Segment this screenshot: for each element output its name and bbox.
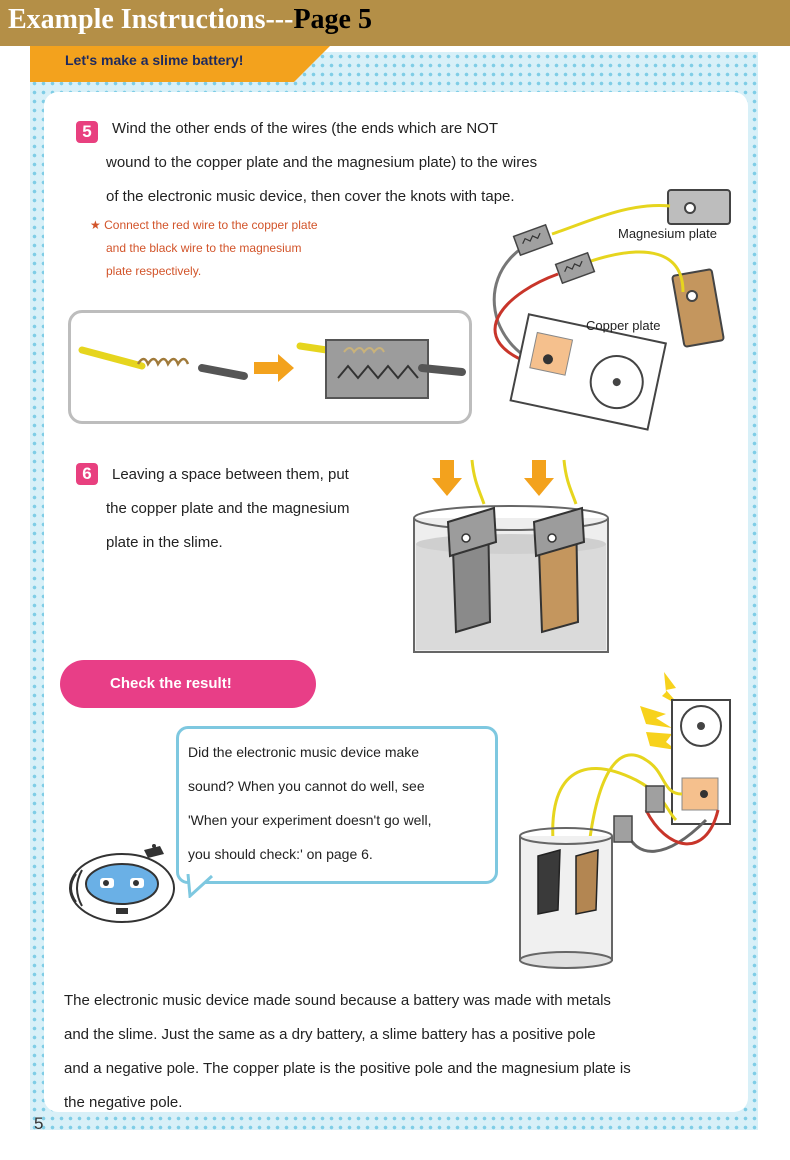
step-5-note-text-1: Connect the red wire to the copper plate	[104, 218, 318, 232]
explanation-line-1: The electronic music device made sound b…	[64, 992, 611, 1009]
bubble-line-1: Did the electronic music device make	[188, 744, 420, 760]
circuit-connection-illustration: Magnesium plate Copper plate	[492, 189, 731, 431]
page-title-part1: Example Instructions---	[8, 4, 294, 35]
page-title-part2: Page 5	[293, 4, 372, 35]
page-number: 5	[34, 1114, 44, 1133]
result-illustration	[519, 672, 731, 969]
section-banner-text: Let's make a slime battery!	[65, 52, 244, 68]
check-result-title: Check the result!	[110, 675, 232, 692]
step-6-line-2: the copper plate and the magnesium	[106, 500, 350, 517]
robot-mascot-icon	[69, 844, 175, 923]
copper-plate-label: Copper plate	[586, 318, 660, 333]
step-5-note-line-3: plate respectively.	[106, 264, 202, 278]
star-icon: ★	[90, 218, 101, 232]
bubble-line-2: sound? When you cannot do well, see	[188, 778, 425, 794]
wire-twist-illustration	[78, 339, 466, 399]
magnesium-plate-label: Magnesium plate	[618, 226, 717, 241]
explanation-line-4: the negative pole.	[64, 1094, 183, 1111]
explanation-line-2: and the slime. Just the same as a dry ba…	[64, 1026, 596, 1043]
step-5-note-line-2: and the black wire to the magnesium	[106, 241, 302, 255]
step-6-line-1: Leaving a space between them, put	[112, 466, 349, 483]
check-result-pill	[60, 660, 316, 708]
section-banner	[30, 46, 330, 82]
step-5-line-2: wound to the copper plate and the magnes…	[106, 154, 538, 171]
header-bar	[0, 0, 790, 46]
explanation-line-3: and a negative pole. The copper plate is…	[64, 1060, 631, 1077]
content-panel	[44, 92, 748, 1112]
step-6-line-3: plate in the slime.	[106, 534, 223, 551]
step-5-note-line-1: ★ Connect the red wire to the copper pla…	[90, 218, 318, 232]
bubble-line-3: 'When your experiment doesn't go well,	[188, 812, 432, 828]
step-5-number: 5	[76, 121, 98, 143]
page-title: Example Instructions---Page 5	[8, 4, 372, 36]
speech-bubble	[176, 726, 498, 884]
step-6-number: 6	[76, 463, 98, 485]
step-5-line-3: of the electronic music device, then cov…	[106, 188, 515, 205]
step-5-line-1: Wind the other ends of the wires (the en…	[112, 120, 499, 137]
plates-in-slime-illustration	[413, 459, 609, 653]
bubble-line-4: you should check:' on page 6.	[188, 846, 373, 862]
speech-bubble-tail	[186, 874, 214, 898]
